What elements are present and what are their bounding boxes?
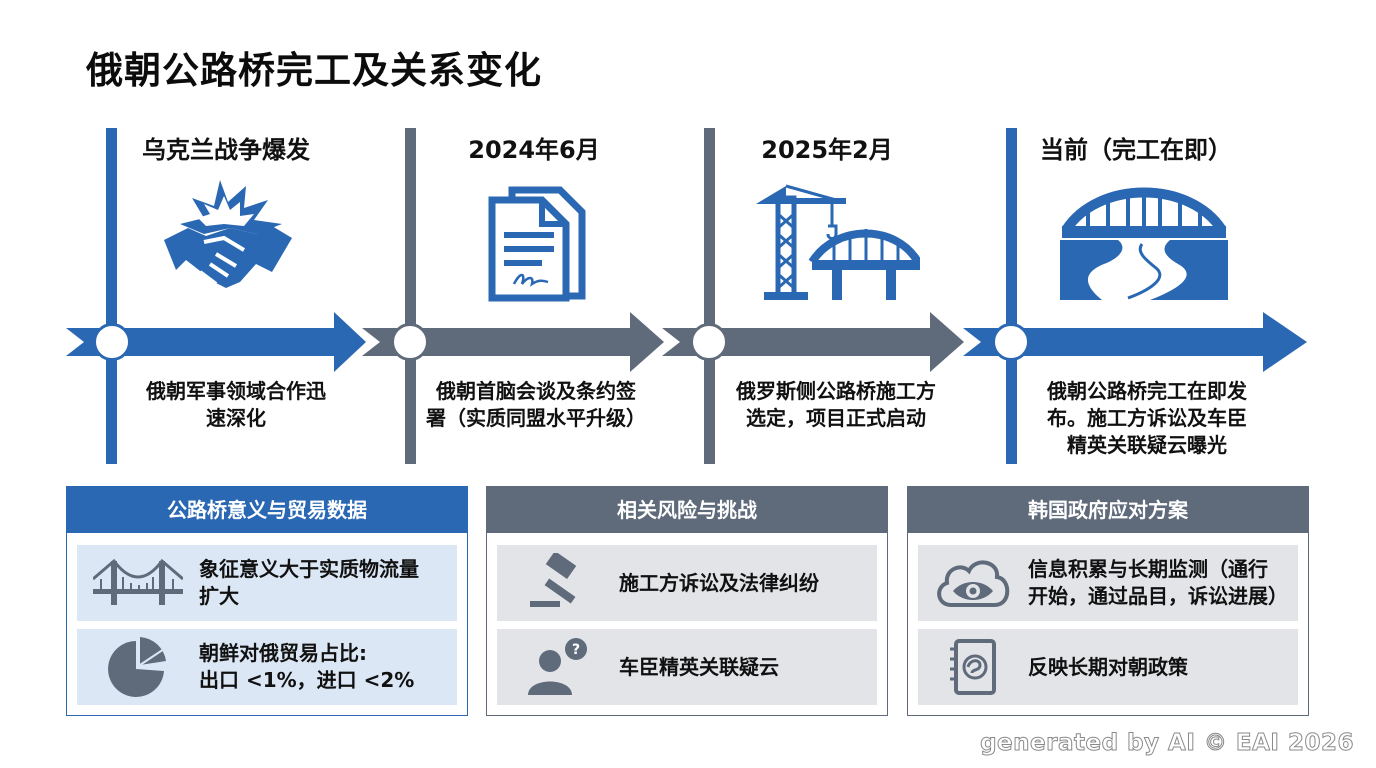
timeline-arrow-1	[66, 312, 366, 372]
timeline-desc-1: 俄朝军事领域合作迅 速深化	[146, 379, 326, 430]
timeline-date-1: 乌克兰战争爆发	[142, 136, 310, 164]
pie-chart-icon	[108, 637, 166, 697]
panel-bridge-significance: 公路桥意义与贸易数据 象征意义大于实质物流量 扩大 朝鲜对俄贸易占比:	[66, 486, 468, 716]
suspension-bridge-icon	[93, 558, 183, 605]
timeline-arrow-2	[362, 312, 664, 372]
bridge-river-icon	[1060, 187, 1228, 300]
timeline-node-1	[93, 323, 131, 361]
timeline-marker-1	[106, 128, 117, 464]
timeline-arrow-4	[963, 312, 1307, 372]
panel-korea-response: 韩国政府应对方案 信息积累与长期监测（通行 开始，通过品目，诉讼进展） 反映	[907, 486, 1309, 716]
panel-header: 相关风险与挑战	[487, 487, 887, 533]
handshake-explosion-icon	[164, 180, 292, 288]
timeline-desc-2: 俄朝首脑会谈及条约签 署（实质同盟水平升级）	[426, 379, 646, 430]
list-item: 施工方诉讼及法律纠纷	[497, 545, 877, 621]
panel-header: 韩国政府应对方案	[908, 487, 1308, 533]
timeline-desc-3: 俄罗斯侧公路桥施工方 选定，项目正式启动	[736, 379, 936, 430]
crane-bridge-icon	[756, 184, 920, 300]
list-item: 信息积累与长期监测（通行 开始，通过品目，诉讼进展）	[918, 545, 1298, 621]
timeline-date-4: 当前（完工在即）	[1040, 136, 1232, 164]
list-item: 象征意义大于实质物流量 扩大	[77, 545, 457, 621]
policy-book-icon	[950, 639, 996, 695]
gavel-icon	[530, 553, 577, 607]
list-item: 朝鲜对俄贸易占比: 出口 <1%，进口 <2%	[77, 629, 457, 705]
timeline-date-2: 2024年6月	[468, 136, 600, 164]
cloud-eye-icon	[937, 560, 1010, 607]
timeline-marker-2	[405, 128, 416, 464]
person-question-icon: ?	[528, 638, 587, 695]
panel-header: 公路桥意义与贸易数据	[67, 487, 467, 533]
signed-document-icon	[488, 186, 586, 302]
timeline-date-3: 2025年2月	[761, 136, 893, 164]
timeline-marker-4	[1006, 128, 1017, 464]
list-item: 反映长期对朝政策	[918, 629, 1298, 705]
page-title: 俄朝公路桥完工及关系变化	[86, 49, 542, 92]
list-item: ? 车臣精英关联疑云	[497, 629, 877, 705]
timeline-arrow-3	[662, 312, 964, 372]
timeline-node-2	[391, 323, 429, 361]
timeline-node-4	[992, 323, 1030, 361]
panel-risks: 相关风险与挑战 施工方诉讼及法律纠纷 ? 车臣精英关联疑云	[486, 486, 888, 716]
svg-text:?: ?	[572, 642, 580, 658]
watermark-text: generated by AI © EAI 2026	[980, 730, 1354, 757]
timeline-marker-3	[704, 128, 715, 464]
timeline-node-3	[690, 323, 728, 361]
timeline-desc-4: 俄朝公路桥完工在即发 布。施工方诉讼及车臣 精英关联疑云曝光	[1047, 379, 1247, 457]
